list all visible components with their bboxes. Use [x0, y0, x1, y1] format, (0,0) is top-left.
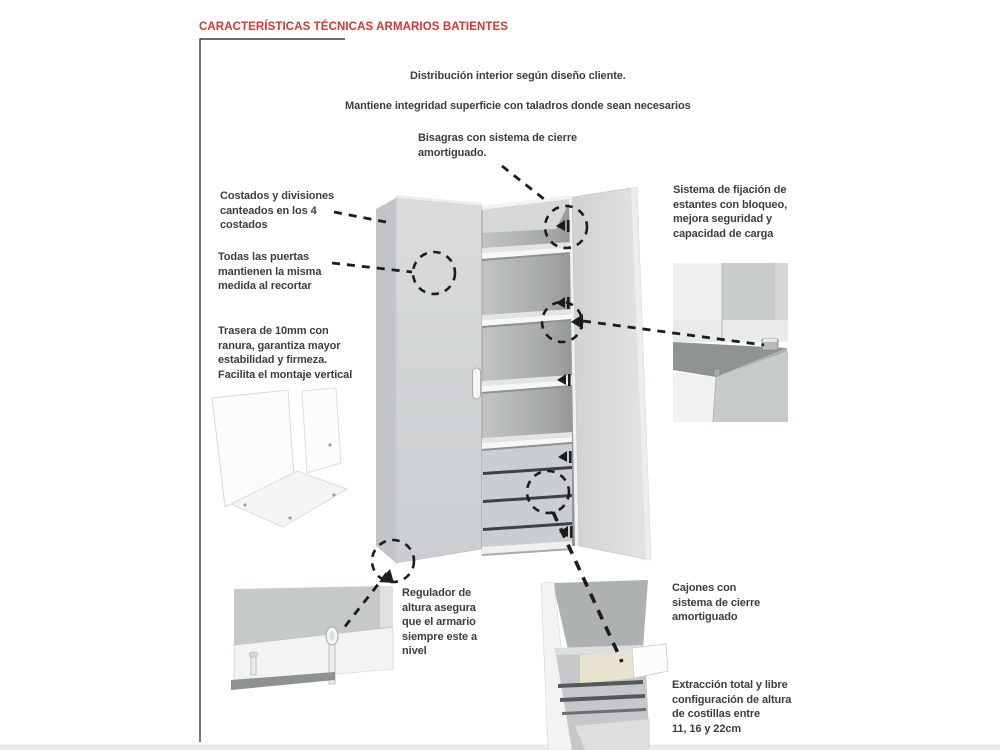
callout-drawers: Cajones con sistema de cierre amortiguad…	[672, 582, 761, 623]
leader-shelf-arrowhead	[571, 314, 583, 329]
drawer-detail-image	[540, 580, 669, 750]
door-handle	[472, 367, 481, 400]
leader-leveler-detail	[341, 572, 389, 630]
leader-doors	[331, 261, 413, 274]
wardrobe-drawers	[482, 444, 572, 556]
intro-line-distribution: Distribución interior según diseño clien…	[410, 70, 626, 82]
leader-sides	[333, 210, 392, 225]
callout-doors: Todas las puertas mantienen la misma med…	[218, 251, 322, 292]
leader-hinges	[501, 164, 550, 205]
callout-extraction: Extracción total y libre configuración d…	[672, 679, 792, 735]
dashed-circle-door	[411, 250, 457, 296]
callout-hinges: Bisagras con sistema de cierre amortigua…	[418, 132, 578, 159]
shelf-fixing-detail-image	[673, 263, 788, 423]
annotation-overlay	[331, 164, 765, 663]
wardrobe-illustration	[376, 186, 652, 564]
dashed-circle-hinge	[543, 204, 589, 250]
bottom-strip	[0, 744, 1000, 750]
leader-leveler-arrowhead	[379, 569, 394, 583]
leader-drawer-detail	[551, 511, 624, 663]
callout-shelf-system: Sistema de fijación de estantes con bloq…	[673, 184, 788, 240]
leader-shelf-detail	[582, 319, 765, 347]
dashed-circle-drawers	[525, 469, 571, 515]
callout-back-panel: Trasera de 10mm con ranura, garantiza ma…	[218, 325, 353, 381]
back-panel-detail-image	[211, 387, 349, 528]
intro-line-surface: Mantiene integridad superficie con talad…	[345, 100, 691, 112]
wardrobe-shelves	[482, 242, 572, 451]
leveler-detail-image	[231, 586, 394, 690]
callout-edged-sides: Costados y divisiones canteados en los 4…	[220, 190, 335, 231]
page-title: CARACTERÍSTICAS TÉCNICAS ARMARIOS BATIEN…	[199, 21, 509, 33]
callout-leveler: Regulador de altura asegura que el armar…	[402, 587, 478, 657]
content-frame	[0, 38, 1000, 750]
